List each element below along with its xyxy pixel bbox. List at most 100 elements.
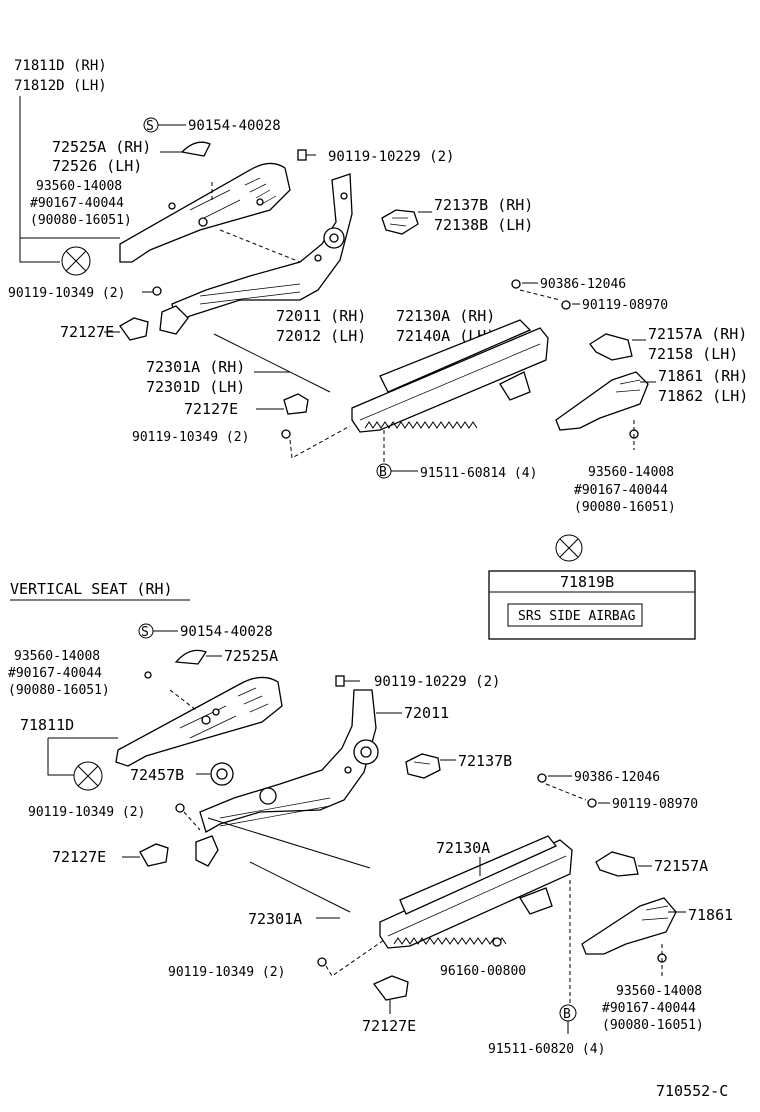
label-warning-text: SRS SIDE AIRBAG: [518, 609, 636, 624]
label-track-rh: 72130A (RH): [396, 307, 495, 325]
clip-96-part: [492, 937, 502, 947]
label-shield-rh: 71861 (RH): [658, 367, 748, 385]
nut-part: [511, 279, 521, 289]
knob-part: [381, 209, 419, 235]
dash-i: [183, 811, 201, 831]
label-screw-b-b-2: #90167-40044: [602, 1001, 696, 1016]
label-bolt-top-b: 90119-10229 (2): [374, 674, 500, 690]
cover-inner-b-part: [174, 649, 207, 665]
bracket-part: [589, 333, 633, 361]
label-warning-part: 71819B: [560, 573, 614, 591]
label-screw-b-3: (90080-16051): [574, 500, 676, 515]
svg-text:S: S: [146, 119, 154, 134]
dash-h: [545, 783, 587, 801]
label-rod-lh: 72301D (LH): [146, 378, 245, 396]
clip-s-marker: S: [143, 117, 159, 134]
screw-a-b-part: [144, 671, 152, 679]
label-bolt-b: 91511-60814 (4): [420, 466, 537, 481]
label-knob-rh: 72137B (RH): [434, 196, 533, 214]
label-bolt-lower-b: 90119-10349 (2): [168, 965, 285, 980]
svg-text:S: S: [141, 625, 149, 640]
label-adjuster-rh: 72011 (RH): [276, 307, 366, 325]
cover-small-mid-part: [283, 393, 309, 415]
label-bolt-b-b: 91511-60820 (4): [488, 1042, 605, 1057]
label-screw-a-b-2: #90167-40044: [8, 666, 102, 681]
knob-round-part: [210, 762, 234, 786]
rod-part: [213, 333, 331, 393]
nut-b-part: [537, 773, 547, 783]
cover-small-left-part: [119, 317, 149, 341]
label-clip-s-b: 90154-40028: [180, 624, 273, 640]
svg-text:B: B: [379, 465, 387, 480]
label-knob-lh: 72138B (LH): [434, 216, 533, 234]
bolt-b-marker: B: [376, 463, 392, 480]
label-screw-a-3: (90080-16051): [30, 213, 132, 228]
rod-part-b: [249, 861, 351, 913]
knob-b-part: [405, 753, 441, 779]
seat-track: [351, 319, 549, 433]
seat-side-cover-b: [115, 676, 283, 767]
rod-upper-b: [207, 817, 371, 869]
label-bolt-left: 90119-10349 (2): [8, 286, 125, 301]
label-cover-small-bottom: 72127E: [362, 1017, 416, 1035]
label-adjuster-b: 72011: [404, 704, 449, 722]
top-assembly: 71811D (RH) 71812D (LH) S 90154-40028 72…: [8, 58, 748, 515]
bolt-top-b-part: [335, 675, 360, 687]
label-screw-a-b-1: 93560-14008: [14, 649, 100, 664]
seat-adjuster-frame-b: [195, 689, 379, 867]
label-screw-b-2: #90167-40044: [574, 483, 668, 498]
bolt-b-marker-b: B: [559, 1004, 577, 1022]
bolt-right-part: [561, 300, 571, 310]
label-cover-inner-lh: 72526 (LH): [52, 157, 142, 175]
label-cover-small-mid: 72127E: [184, 400, 238, 418]
missing-part-symbol-3: [73, 761, 103, 791]
shield-part: [555, 371, 649, 431]
label-track-b: 72130A: [436, 839, 490, 857]
label-nut-b: 90386-12046: [574, 770, 660, 785]
label-knob-b: 72137B: [458, 752, 512, 770]
section-title-vertical-seat: VERTICAL SEAT (RH): [10, 580, 173, 598]
svg-text:B: B: [563, 1007, 571, 1022]
label-screw-b-b-1: 93560-14008: [616, 984, 702, 999]
cover-inner-part: [180, 141, 211, 157]
bolt-left-b-part: [175, 803, 185, 813]
seat-adjuster-frame: [159, 173, 353, 335]
bracket-b-part: [595, 851, 639, 877]
label-cover-outer-rh: 71811D (RH): [14, 58, 107, 74]
label-nut: 90386-12046: [540, 277, 626, 292]
bolt-left-part: [152, 286, 162, 296]
shield-b-part: [581, 897, 677, 955]
screw-a-part: [168, 202, 176, 210]
label-clip-96: 96160-00800: [440, 964, 526, 979]
label-adjuster-lh: 72012 (LH): [276, 327, 366, 345]
dash-k: [325, 939, 385, 977]
dash-b: [219, 229, 301, 263]
label-bolt-right-b: 90119-08970: [612, 797, 698, 812]
label-bolt-top: 90119-10229 (2): [328, 149, 454, 165]
label-screw-a-b-3: (90080-16051): [8, 683, 110, 698]
seat-track-b: [379, 835, 573, 949]
label-bracket-rh: 72157A (RH): [648, 325, 747, 343]
seat-side-cover: [119, 162, 291, 263]
label-rod-b: 72301A: [248, 910, 302, 928]
label-cover-small-left: 72127E: [60, 323, 114, 341]
missing-part-symbol: [61, 246, 91, 276]
dash-g: [169, 689, 197, 711]
label-screw-a-2: #90167-40044: [30, 196, 124, 211]
clip-s-marker-b: S: [138, 623, 154, 640]
label-cover-outer-lh: 71812D (LH): [14, 78, 107, 94]
label-bracket-b: 72157A: [654, 857, 708, 875]
label-rod-rh: 72301A (RH): [146, 358, 245, 376]
label-screw-a-1: 93560-14008: [36, 179, 122, 194]
label-shield-lh: 71862 (LH): [658, 387, 748, 405]
warning-label-block: 71819B SRS SIDE AIRBAG: [488, 534, 696, 640]
leader-cover-outer: [19, 96, 60, 263]
bolt-lower-part: [281, 429, 291, 439]
cover-small-left-b-part: [139, 843, 169, 867]
label-bolt-lower: 90119-10349 (2): [132, 430, 249, 445]
cover-small-bottom-part: [372, 975, 409, 1001]
label-cover-outer-b: 71811D: [20, 716, 74, 734]
bottom-assembly: S 90154-40028 93560-14008 #90167-40044 (…: [8, 623, 733, 1057]
diagram-id: 710552-C: [656, 1082, 728, 1100]
